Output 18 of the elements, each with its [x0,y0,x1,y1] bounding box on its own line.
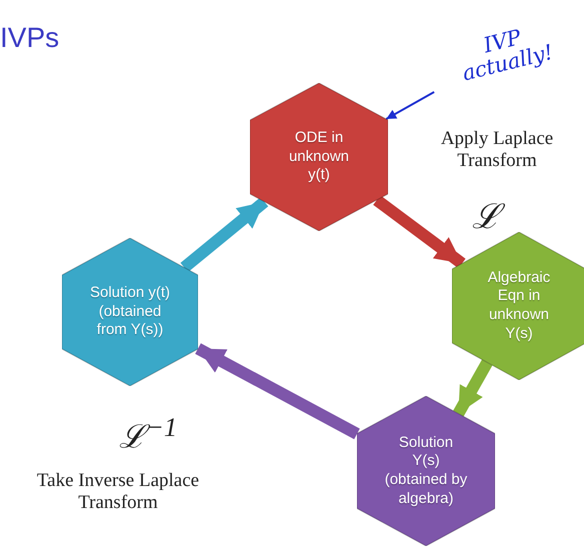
label: Apply Laplace Transform [440,128,554,172]
hexagon [357,396,495,546]
hexagon [250,83,388,231]
block-arrow [180,197,268,272]
node-text: Solution y(t) (obtained from Y(s)) [88,284,172,340]
block-arrow [453,360,492,417]
block-arrow [373,195,466,268]
hexagon [62,238,198,386]
node-text: ODE in unknown y(t) [288,128,350,186]
hexagon [452,232,584,380]
label: Take Inverse Laplace Transform [36,470,200,514]
block-arrow [195,343,360,440]
title: IVPs [0,22,60,54]
node-text: Algebraic Eqn in unknown Y(s) [486,268,552,344]
label: ℒ$^{−1}$ [118,412,178,457]
label: ℒ [466,192,506,238]
node-text: Solution Y(s) (obtained by algebra) [384,434,468,508]
arrow [386,91,435,120]
